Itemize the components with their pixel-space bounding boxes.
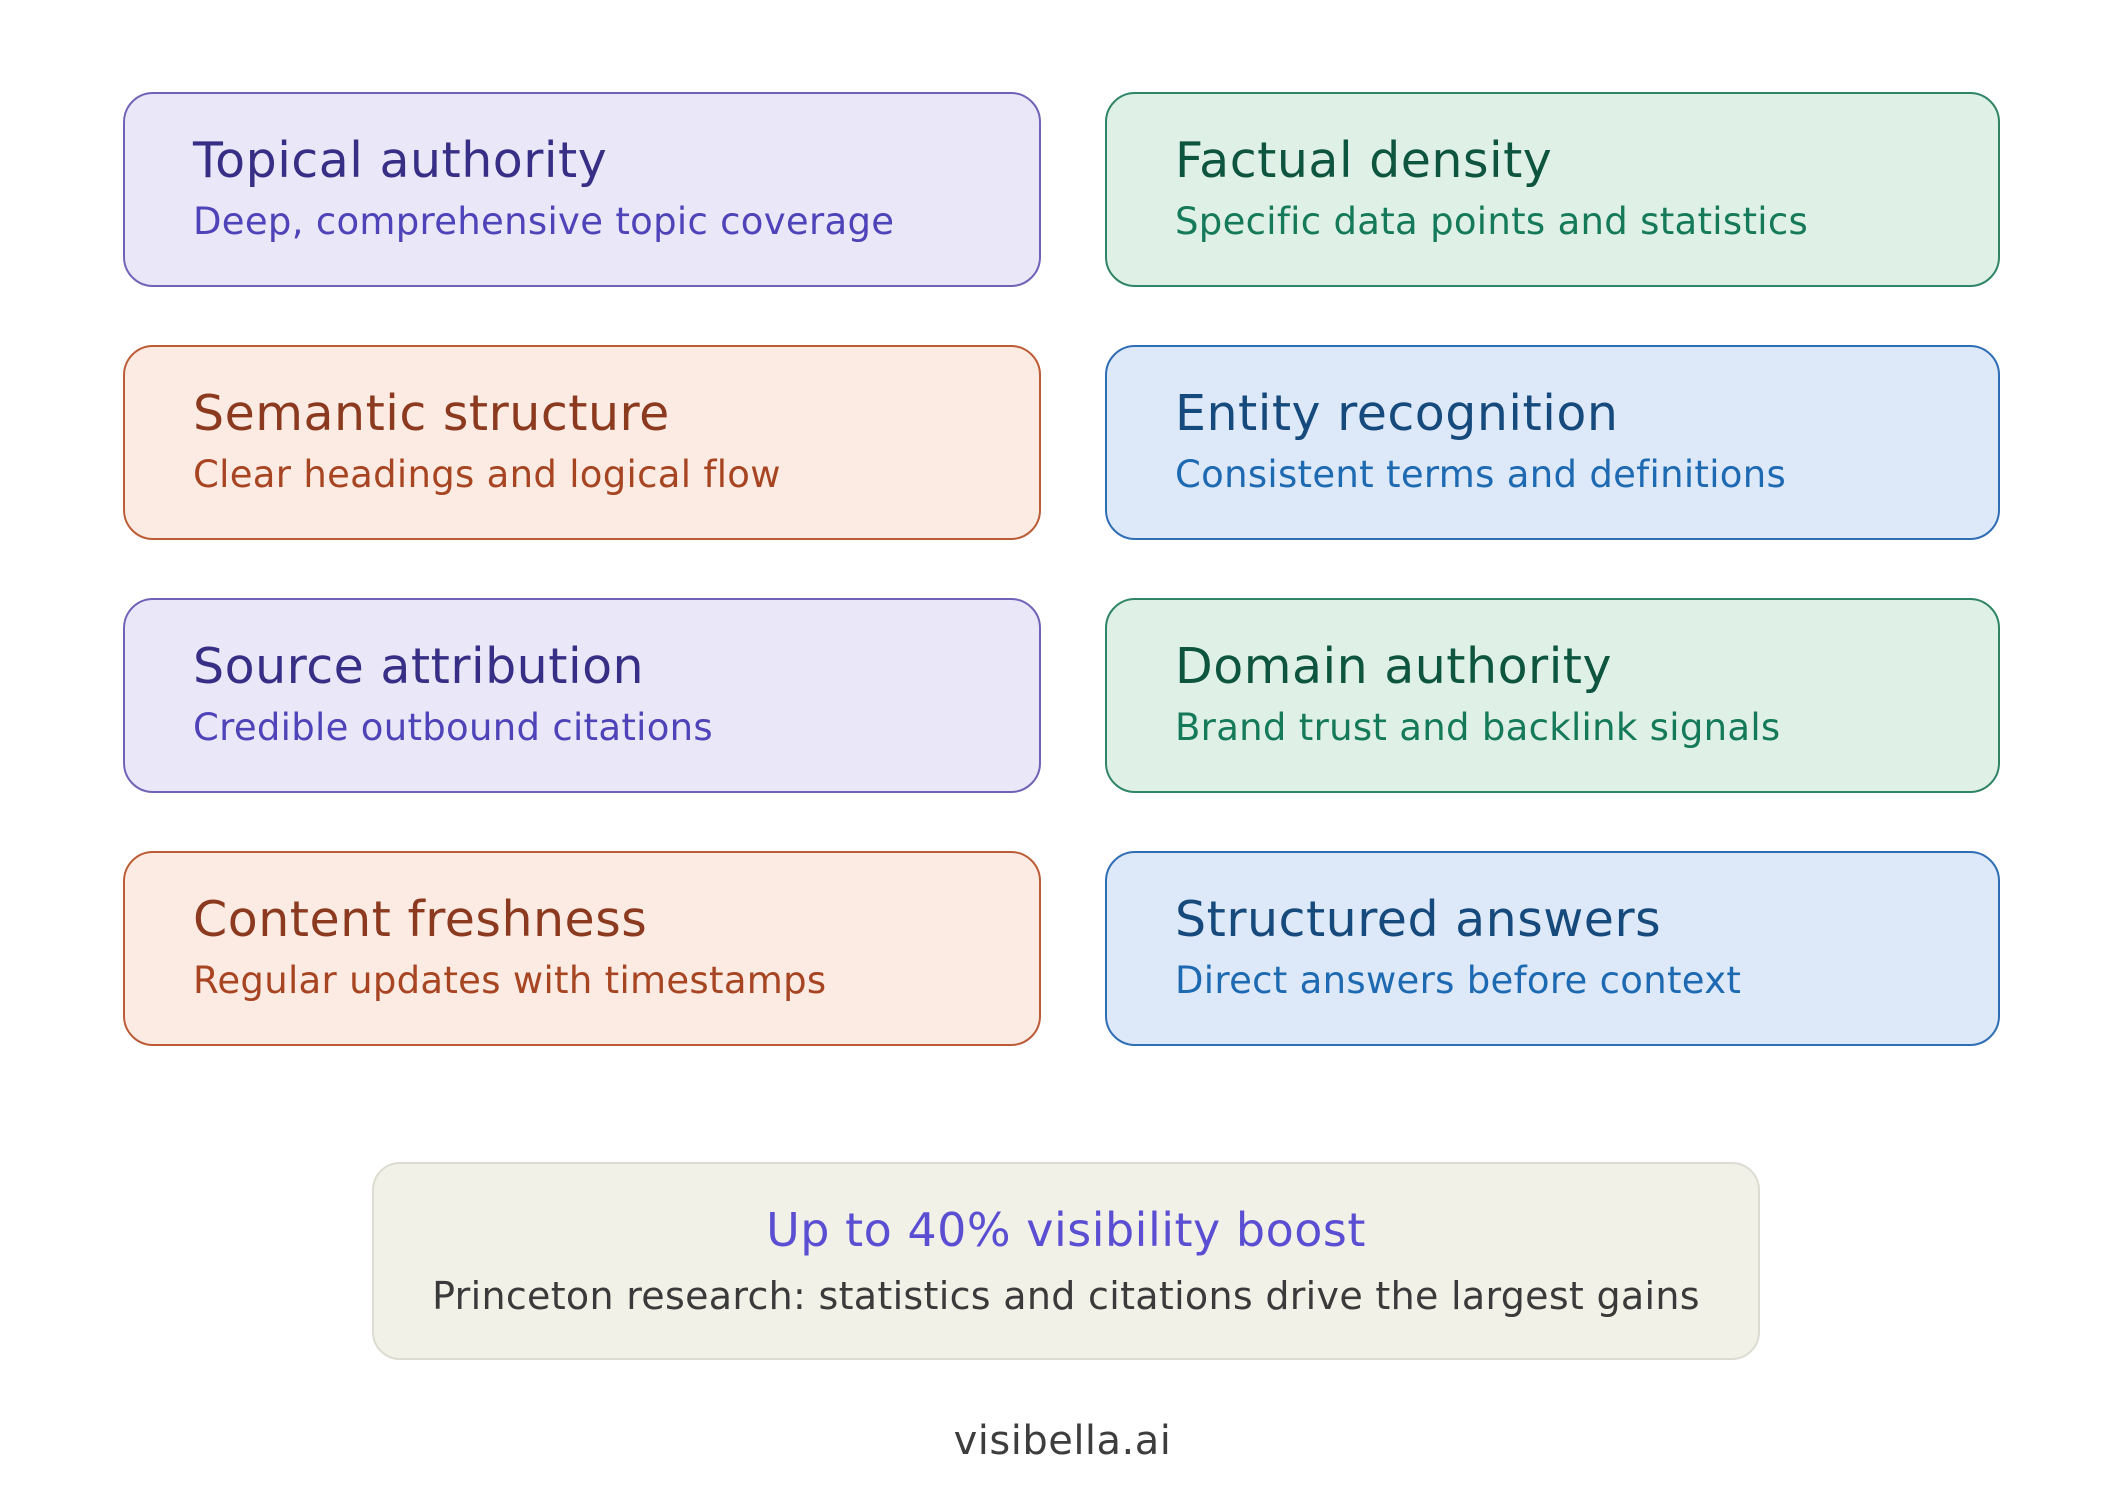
factor-card-content-freshness: Content freshness Regular updates with t… xyxy=(123,851,1041,1046)
factor-card-subtitle: Direct answers before context xyxy=(1175,959,1742,1003)
factor-card-title: Content freshness xyxy=(193,891,648,948)
factor-card-topical-authority: Topical authority Deep, comprehensive to… xyxy=(123,92,1041,287)
factor-card-subtitle: Brand trust and backlink signals xyxy=(1175,706,1781,750)
factor-card-semantic-structure: Semantic structure Clear headings and lo… xyxy=(123,345,1041,540)
factor-card-domain-authority: Domain authority Brand trust and backlin… xyxy=(1105,598,2000,793)
factor-card-title: Source attribution xyxy=(193,638,645,695)
factor-card-subtitle: Specific data points and statistics xyxy=(1175,200,1809,244)
factor-card-title: Semantic structure xyxy=(193,385,670,442)
factor-card-subtitle: Deep, comprehensive topic coverage xyxy=(193,200,895,244)
factor-card-subtitle: Consistent terms and definitions xyxy=(1175,453,1787,497)
footer-brand: visibella.ai xyxy=(953,1418,1172,1464)
factor-card-subtitle: Clear headings and logical flow xyxy=(193,453,781,497)
factor-card-factual-density: Factual density Specific data points and… xyxy=(1105,92,2000,287)
factor-card-title: Domain authority xyxy=(1175,638,1613,695)
factor-card-title: Entity recognition xyxy=(1175,385,1619,442)
factor-card-title: Structured answers xyxy=(1175,891,1662,948)
factor-card-subtitle: Regular updates with timestamps xyxy=(193,959,827,1003)
factor-card-title: Topical authority xyxy=(193,132,608,189)
factor-card-structured-answers: Structured answers Direct answers before… xyxy=(1105,851,2000,1046)
summary-detail: Princeton research: statistics and citat… xyxy=(432,1273,1700,1318)
factor-grid: Topical authority Deep, comprehensive to… xyxy=(123,92,2000,1046)
summary-banner: Up to 40% visibility boost Princeton res… xyxy=(372,1162,1760,1360)
factor-card-subtitle: Credible outbound citations xyxy=(193,706,713,750)
summary-headline: Up to 40% visibility boost xyxy=(766,1202,1366,1257)
factor-card-title: Factual density xyxy=(1175,132,1553,189)
factor-card-source-attribution: Source attribution Credible outbound cit… xyxy=(123,598,1041,793)
factor-card-entity-recognition: Entity recognition Consistent terms and … xyxy=(1105,345,2000,540)
